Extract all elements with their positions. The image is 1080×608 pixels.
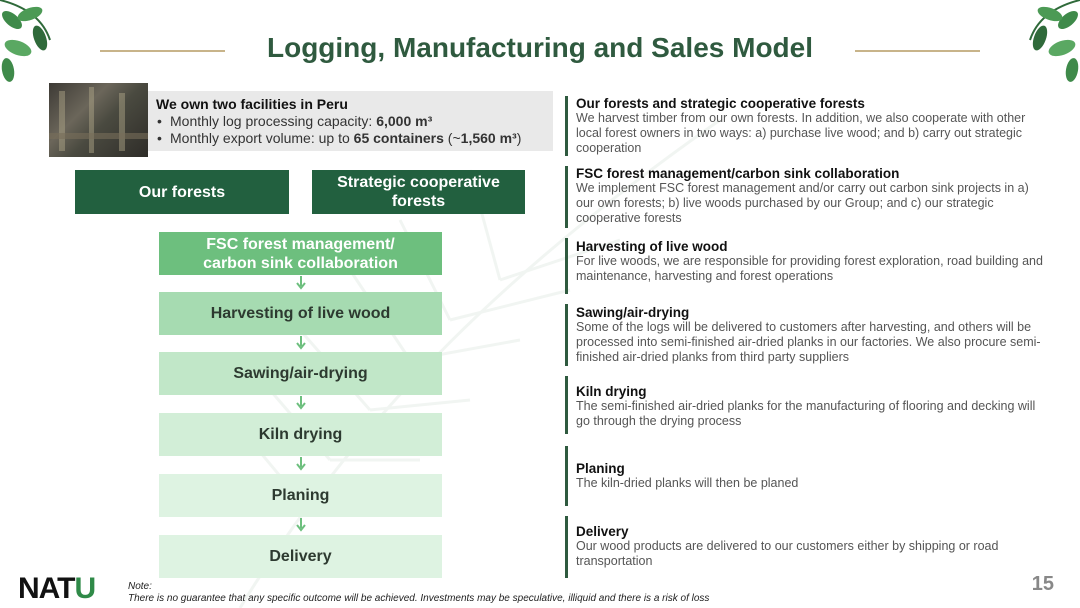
arrow-down-icon [296, 518, 306, 532]
facilities-bullet-capacity: Monthly log processing capacity: 6,000 m… [156, 113, 545, 130]
arrow-down-icon [296, 336, 306, 350]
flow-fsc: FSC forest management/ carbon sink colla… [159, 232, 442, 275]
export-containers-value: 65 containers [353, 130, 444, 146]
facilities-heading: We own two facilities in Peru [156, 96, 348, 112]
logo-main-text: NAT [18, 572, 75, 605]
export-paren-close: ) [516, 130, 522, 146]
desc-heading: Planing [576, 461, 625, 476]
export-paren-open: (~ [443, 130, 461, 146]
logo-accent-text: U [74, 572, 96, 605]
desc-text: For live woods, we are responsible for p… [576, 254, 1043, 283]
desc-text: The kiln-dried planks will then be plane… [576, 476, 799, 490]
desc-text: The semi-finished air-dried planks for t… [576, 399, 1036, 428]
desc-harvesting: Harvesting of live wood For live woods, … [576, 239, 1046, 284]
desc-sawing: Sawing/air-drying Some of the logs will … [576, 305, 1046, 365]
arrow-down-icon [296, 396, 306, 410]
desc-bar [565, 304, 568, 366]
flow-delivery: Delivery [159, 535, 442, 578]
desc-heading: Kiln drying [576, 384, 647, 399]
flow-sawing: Sawing/air-drying [159, 352, 442, 395]
export-volume-value: 1,560 m³ [460, 130, 517, 146]
export-label: Monthly export volume: up to [170, 130, 354, 146]
desc-delivery: Delivery Our wood products are delivered… [576, 524, 1046, 569]
desc-bar [565, 96, 568, 156]
desc-bar [565, 516, 568, 578]
facilities-info-box: We own two facilities in Peru Monthly lo… [148, 91, 553, 151]
title-rule-right [855, 50, 980, 52]
flow-kiln: Kiln drying [159, 413, 442, 456]
title-rule-left [100, 50, 225, 52]
desc-bar [565, 166, 568, 228]
natu-logo: NATU [18, 572, 96, 606]
leaf-decoration-left-icon [0, 0, 51, 82]
desc-text: We implement FSC forest management and/o… [576, 181, 1029, 225]
desc-bar [565, 238, 568, 294]
desc-forests: Our forests and strategic cooperative fo… [576, 96, 1046, 156]
desc-bar [565, 446, 568, 506]
desc-kiln: Kiln drying The semi-finished air-dried … [576, 384, 1046, 429]
capacity-label: Monthly log processing capacity: [170, 113, 377, 129]
desc-planing: Planing The kiln-dried planks will then … [576, 461, 1046, 491]
capacity-value: 6,000 m³ [376, 113, 433, 129]
flow-strategic-forests: Strategic cooperative forests [312, 170, 525, 214]
desc-heading: Delivery [576, 524, 629, 539]
arrow-down-icon [296, 276, 306, 290]
desc-heading: Our forests and strategic cooperative fo… [576, 96, 865, 111]
desc-heading: Sawing/air-drying [576, 305, 690, 320]
desc-heading: Harvesting of live wood [576, 239, 728, 254]
desc-bar [565, 376, 568, 434]
flow-planing: Planing [159, 474, 442, 517]
flow-our-forests: Our forests [75, 170, 289, 214]
desc-fsc: FSC forest management/carbon sink collab… [576, 166, 1046, 226]
leaf-decoration-right-icon [1029, 0, 1080, 82]
flow-harvesting: Harvesting of live wood [159, 292, 442, 335]
disclaimer-note: Note: There is no guarantee that any spe… [128, 581, 709, 605]
facility-photo [49, 83, 148, 157]
desc-heading: FSC forest management/carbon sink collab… [576, 166, 900, 181]
facilities-bullet-export: Monthly export volume: up to 65 containe… [156, 130, 545, 147]
page-title: Logging, Manufacturing and Sales Model [266, 32, 813, 63]
arrow-down-icon [296, 457, 306, 471]
desc-text: Our wood products are delivered to our c… [576, 539, 999, 568]
note-label: Note: [128, 581, 152, 592]
desc-text: Some of the logs will be delivered to cu… [576, 320, 1041, 364]
page-number: 15 [1031, 573, 1054, 595]
desc-text: We harvest timber from our own forests. … [576, 111, 1026, 155]
note-text: There is no guarantee that any specific … [128, 593, 710, 604]
